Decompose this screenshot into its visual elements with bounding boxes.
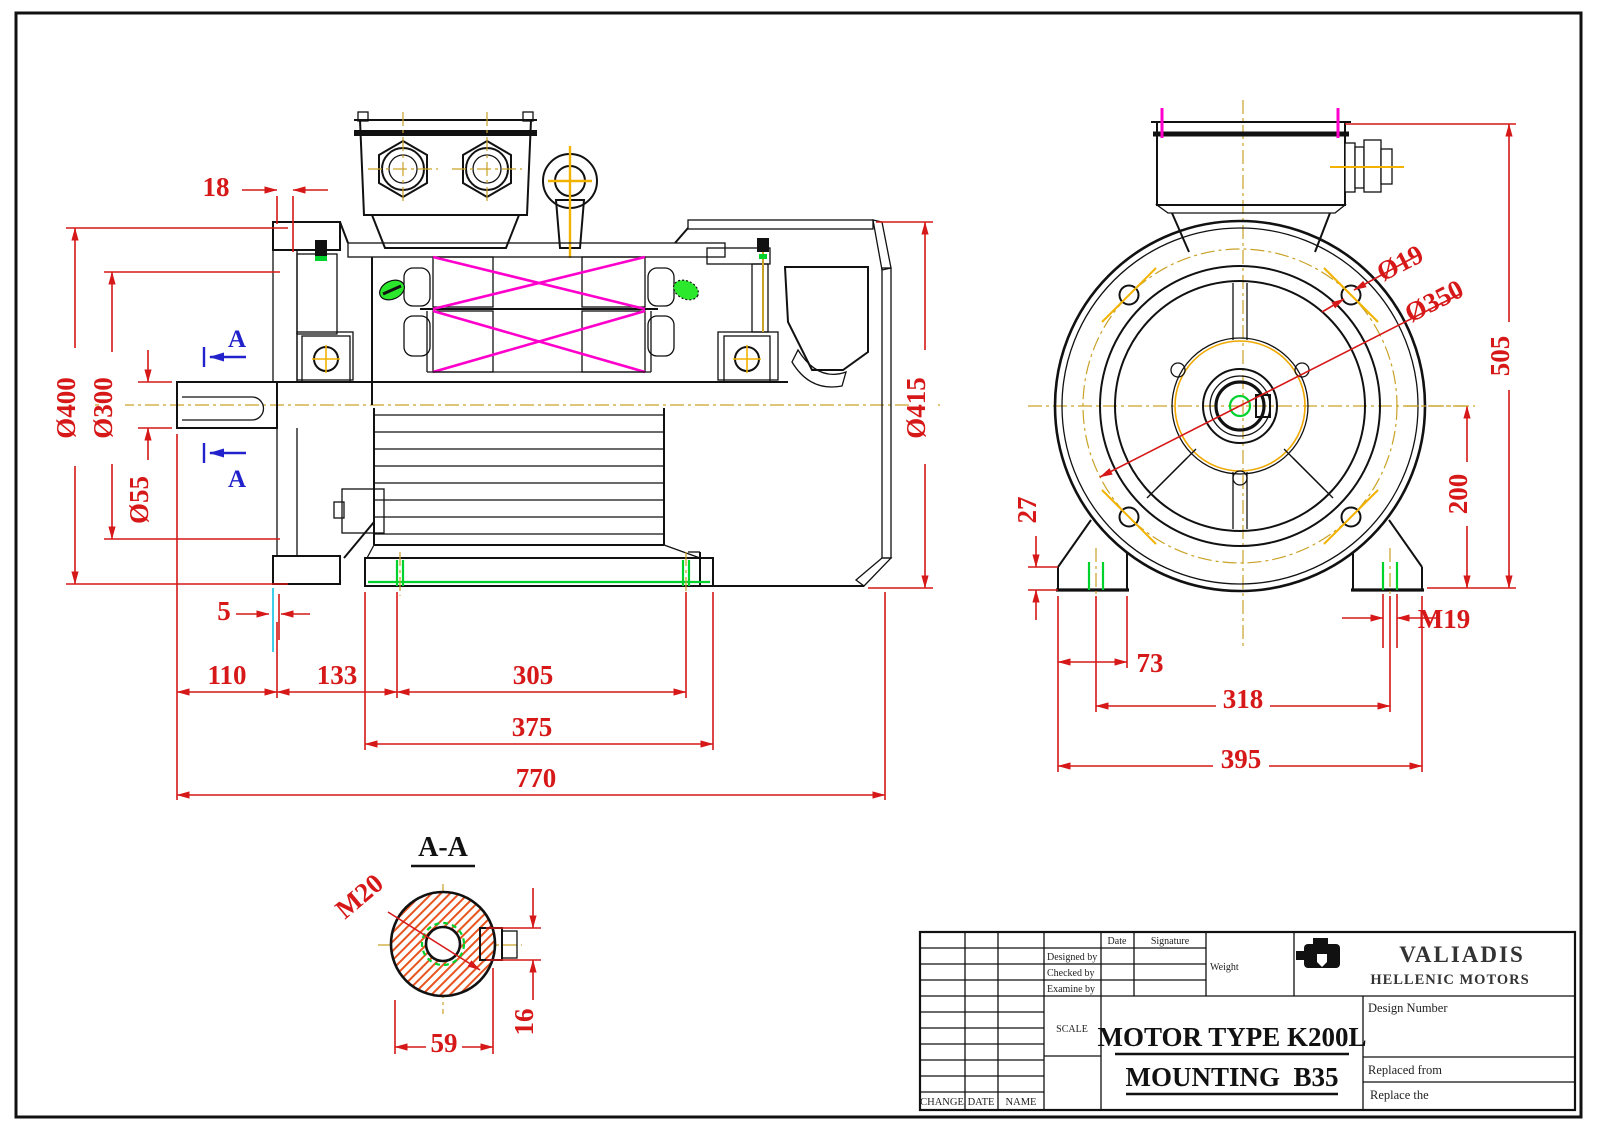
fan-cover: [674, 219, 893, 587]
flange-lip-top: [272, 221, 341, 251]
dim-110: 110: [207, 660, 246, 690]
front-feet: [1056, 519, 1424, 600]
signature-grid: [1044, 932, 1575, 1110]
dim-27: 27: [1012, 497, 1042, 524]
flange-lip-bottom: [272, 555, 341, 585]
terminal-box-front: [1151, 108, 1404, 253]
flange-bolt-holes: [1101, 267, 1379, 545]
keyway: [182, 396, 265, 421]
end-winding: [647, 315, 675, 357]
tb-name-col: NAME: [1006, 1097, 1037, 1108]
tb-weight: Weight: [1210, 962, 1239, 973]
bolt-circle: [1082, 248, 1398, 564]
shaft-bore: [1214, 380, 1266, 432]
section-title: A-A: [418, 832, 469, 863]
cooling-ribs: [374, 414, 664, 535]
tb-checked-by: Checked by: [1047, 968, 1095, 979]
front-circles: [1053, 219, 1427, 593]
dim-D300: Ø300: [88, 377, 118, 439]
winding-cross-lines: [432, 255, 646, 374]
bearing-right: [723, 335, 771, 383]
company-logo: [1296, 938, 1340, 968]
front-dimensions: Ø19 Ø350 505 200 27 M19 73 318 395: [1012, 123, 1522, 774]
dim-73: 73: [1137, 648, 1164, 678]
revision-table: [920, 932, 1045, 1110]
company-name: VALIADIS: [1399, 942, 1525, 967]
dim-M19: M19: [1418, 604, 1470, 634]
stator-core: [432, 256, 494, 308]
section-plane-markers: A A: [202, 326, 246, 493]
front-view: Ø19 Ø350 505 200 27 M19 73 318 395: [1012, 100, 1522, 774]
end-winding: [403, 267, 431, 307]
dim-305: 305: [513, 660, 554, 690]
dim-16: 16: [509, 1009, 539, 1036]
frame-top-section: [347, 242, 726, 258]
lifting-eye: [542, 146, 598, 258]
motor-exterior-bottom: [272, 408, 714, 596]
drain-box: [341, 488, 385, 534]
tb-designed-by: Designed by: [1047, 952, 1097, 963]
title-block: CHANGE DATE NAME Date Signature Designed…: [918, 930, 1577, 1112]
sheet-border: [14, 11, 1583, 1119]
section-marker-a-bottom: A: [228, 466, 246, 493]
dim-D19: Ø19: [1372, 239, 1428, 288]
drawing-title-line2: MOUNTING B35: [1125, 1062, 1338, 1092]
hub-and-spokes: [1146, 283, 1334, 529]
tb-design-number: Design Number: [1368, 1001, 1448, 1015]
section-marker-a-top: A: [228, 326, 246, 353]
tb-examine-by: Examine by: [1047, 984, 1095, 995]
tapped-hole: [424, 925, 462, 963]
dim-D400: Ø400: [51, 377, 81, 439]
side-dimensions: 18 Ø400 Ø300 Ø55 A A 5 110: [51, 172, 938, 800]
dim-395: 395: [1221, 744, 1262, 774]
dim-5: 5: [217, 596, 231, 626]
stator-core: [581, 256, 646, 308]
dim-133: 133: [317, 660, 358, 690]
balance-ring: [673, 279, 699, 301]
tb-scale: SCALE: [1056, 1024, 1088, 1035]
dim-770: 770: [516, 763, 557, 793]
drawing-title-line1: MOTOR TYPE K200L: [1097, 1022, 1366, 1052]
dim-59: 59: [431, 1028, 458, 1058]
tb-signature-header: Signature: [1151, 936, 1190, 947]
dim-D55: Ø55: [124, 476, 154, 524]
dim-505: 505: [1485, 336, 1515, 377]
dim-318: 318: [1223, 684, 1264, 714]
tb-replace-the: Replace the: [1370, 1088, 1429, 1102]
side-view: 18 Ø400 Ø300 Ø55 A A 5 110: [51, 111, 940, 800]
tb-date-col: DATE: [968, 1097, 995, 1108]
shaft-extension: [176, 381, 278, 429]
terminal-box-side: [354, 111, 537, 249]
dim-18: 18: [203, 172, 230, 202]
dim-M20: M20: [329, 868, 388, 925]
dim-D415: Ø415: [901, 377, 931, 439]
tb-change: CHANGE: [920, 1097, 964, 1108]
foot-side: [364, 557, 714, 587]
dim-375: 375: [512, 712, 553, 742]
dim-200: 200: [1443, 474, 1473, 515]
end-winding: [403, 315, 431, 357]
end-winding: [647, 267, 675, 307]
section-aa: A-A M20 59 16: [329, 832, 541, 1058]
tb-date-header: Date: [1108, 936, 1127, 947]
motor-cross-section: [272, 221, 788, 405]
company-subtitle: HELLENIC MOTORS: [1370, 972, 1529, 988]
tb-replaced-from: Replaced from: [1368, 1063, 1442, 1077]
fan-baffle: [783, 266, 869, 371]
